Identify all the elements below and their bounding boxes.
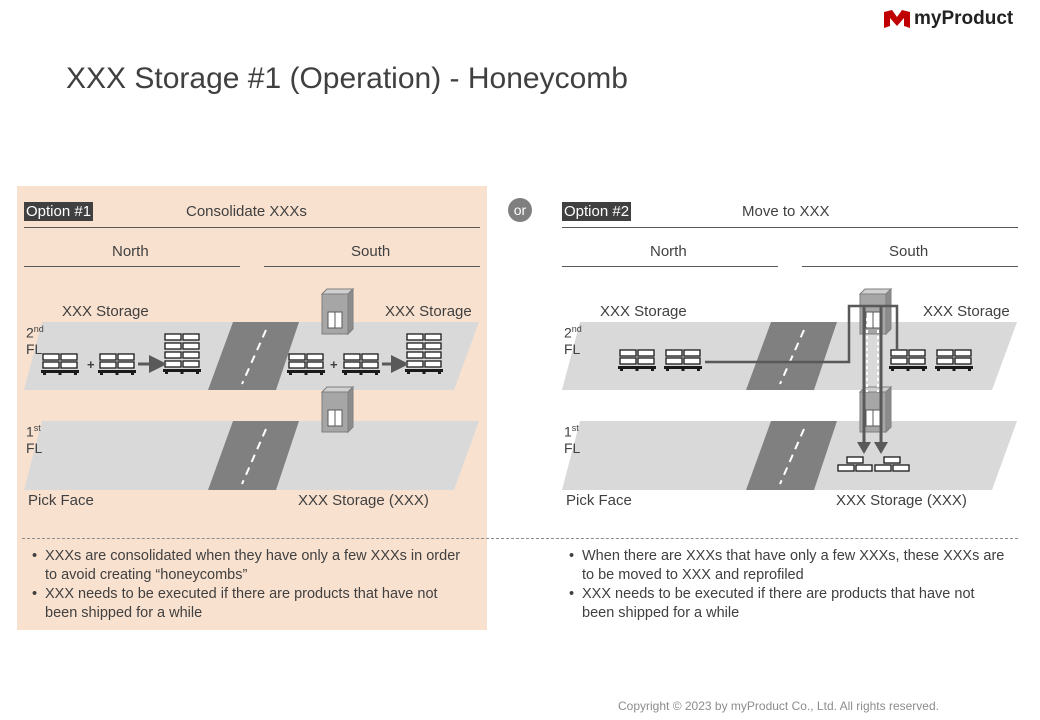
option1-rule: [24, 227, 480, 228]
plus-icon: +: [87, 357, 95, 372]
elevator-icon: [321, 386, 354, 433]
brand-logo-text: myProduct: [914, 8, 1014, 29]
brand-logo: myProduct: [884, 8, 1013, 30]
option2-notes: When there are XXXs that have only a few…: [567, 547, 1007, 623]
storage-xxx-label: XXX Storage (XXX): [298, 492, 429, 509]
arrow-down-icon: [857, 442, 871, 454]
option1-south: South: [351, 243, 391, 260]
north-rule: [24, 266, 240, 267]
elevator-icon: [321, 288, 354, 335]
page-title: XXX Storage #1 (Operation) - Honeycomb: [66, 62, 628, 95]
option2-rule: [562, 227, 1018, 228]
south-rule: [264, 266, 480, 267]
note-item: XXX needs to be executed if there are pr…: [567, 585, 1007, 623]
brand-mark-icon: [884, 10, 910, 28]
section-divider: [22, 538, 1018, 539]
note-item: XXXs are consolidated when they have onl…: [30, 547, 470, 585]
option2-south: South: [889, 243, 929, 260]
storage-label-left: XXX Storage: [600, 303, 687, 320]
carton-group-icon: [837, 456, 910, 472]
move-path: [705, 304, 899, 364]
storage-label-right: XXX Storage: [923, 303, 1010, 320]
or-connector: or: [508, 198, 532, 222]
option2-badge: Option #2: [562, 202, 632, 221]
option1-north: North: [112, 243, 149, 260]
option2-north: North: [650, 243, 687, 260]
option2-heading: Move to XXX: [742, 203, 830, 220]
copyright: Copyright © 2023 by myProduct Co., Ltd. …: [618, 699, 939, 713]
storage-label-right: XXX Storage: [385, 303, 472, 320]
pick-face-label: Pick Face: [566, 492, 632, 509]
option1-notes: XXXs are consolidated when they have onl…: [30, 547, 470, 623]
storage-xxx-label: XXX Storage (XXX): [836, 492, 967, 509]
floor-1-north: [24, 421, 233, 490]
option1-heading: Consolidate XXXs: [186, 203, 307, 220]
north-rule: [562, 266, 778, 267]
pick-face-label: Pick Face: [28, 492, 94, 509]
note-item: When there are XXXs that have only a few…: [567, 547, 1007, 585]
floor-1-north: [562, 421, 771, 490]
floor-1-south: [252, 421, 479, 490]
south-rule: [802, 266, 1018, 267]
arrow-down-icon: [874, 442, 888, 454]
storage-label-left: XXX Storage: [62, 303, 149, 320]
option1-badge: Option #1: [24, 202, 94, 221]
plus-icon: +: [330, 357, 338, 372]
floor-1-south: [790, 421, 1017, 490]
note-item: XXX needs to be executed if there are pr…: [30, 585, 470, 623]
